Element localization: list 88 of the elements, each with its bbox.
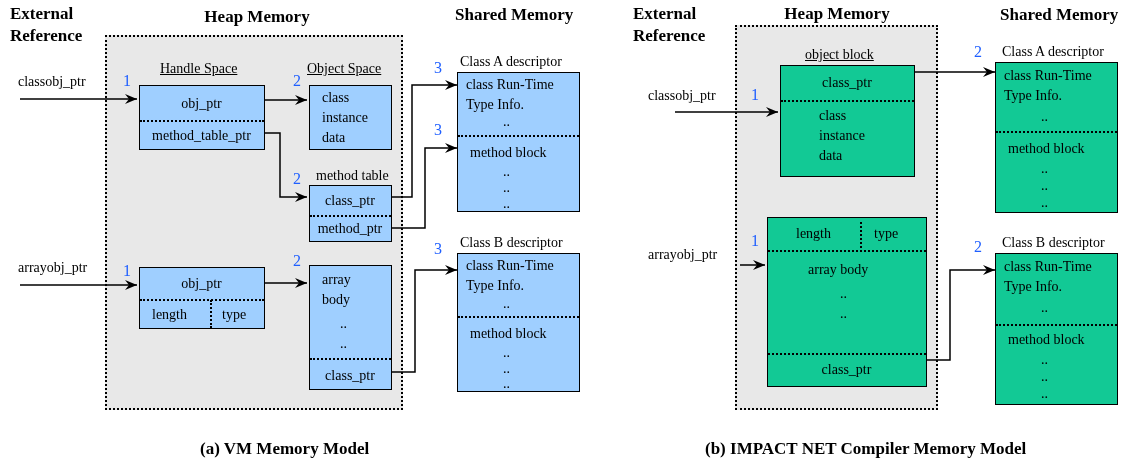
descriptor-text: .. xyxy=(1041,194,1049,212)
descriptor-text: class Run-Time Type Info. xyxy=(466,76,555,114)
field-label: class_ptr xyxy=(324,192,376,210)
descriptor-text: .. xyxy=(1041,351,1049,369)
box-heading: Class B descriptor xyxy=(460,234,564,252)
field-label: type xyxy=(874,225,900,243)
field-label: length xyxy=(152,306,188,324)
descriptor-text: .. xyxy=(1041,108,1049,126)
descriptor-text: method block xyxy=(470,144,548,162)
field-label: class instance data xyxy=(819,107,866,165)
descriptor-text: .. xyxy=(503,113,511,131)
arrow xyxy=(19,280,138,290)
column-heading: External Reference xyxy=(10,3,84,47)
box-heading: object block xyxy=(805,46,875,64)
callout-number: 1 xyxy=(751,232,759,250)
callout-number: 3 xyxy=(434,121,442,139)
column-heading: Shared Memory xyxy=(1000,4,1120,26)
field-label: length xyxy=(796,225,832,243)
column-heading: Handle Space xyxy=(160,60,239,78)
box-heading: Class A descriptor xyxy=(460,53,563,71)
descriptor-text: class Run-Time Type Info. xyxy=(1004,67,1093,105)
arrow xyxy=(19,94,138,104)
field-label: .. xyxy=(340,335,348,353)
box-heading: method table xyxy=(316,167,390,185)
descriptor-text: class Run-Time Type Info. xyxy=(466,257,555,295)
field-label: .. xyxy=(340,315,348,333)
field-label: obj_ptr xyxy=(180,275,223,293)
pointer-name: classobj_ptr xyxy=(645,86,730,112)
field-label: type xyxy=(222,306,248,324)
descriptor-text: .. xyxy=(503,179,511,197)
descriptor-text: .. xyxy=(1041,299,1049,317)
box-heading: Class B descriptor xyxy=(1002,234,1106,252)
descriptor-text: method block xyxy=(1008,331,1086,349)
field-label: method_ptr xyxy=(316,220,384,238)
field-label: array body xyxy=(808,261,870,279)
arrow xyxy=(389,80,458,198)
field-label: class instance data xyxy=(322,89,369,147)
pointer-name: arrayobj_ptr xyxy=(15,258,105,285)
region-heading: Heap Memory xyxy=(783,4,891,24)
descriptor-text: .. xyxy=(1041,177,1049,195)
field-label: array body xyxy=(322,271,352,309)
pointer-name: arrayobj_ptr xyxy=(645,245,740,265)
callout-number: 2 xyxy=(293,72,301,90)
pointer-name: classobj_ptr xyxy=(15,72,100,99)
descriptor-text: .. xyxy=(503,360,511,378)
descriptor-text: .. xyxy=(1041,385,1049,403)
field-label: obj_ptr xyxy=(180,95,223,113)
descriptor-text: .. xyxy=(503,375,511,393)
field-label: .. xyxy=(840,305,848,323)
panel-caption: (b) IMPACT NET Compiler Memory Model xyxy=(705,438,1028,460)
callout-number: 3 xyxy=(434,240,442,258)
column-heading: Object Space xyxy=(307,60,383,78)
arrow xyxy=(912,67,996,77)
arrow xyxy=(262,95,308,105)
descriptor-text: .. xyxy=(1041,368,1049,386)
callout-number: 2 xyxy=(293,252,301,270)
callout-number: 1 xyxy=(751,86,759,104)
arrow xyxy=(389,265,458,373)
field-label: class_ptr xyxy=(821,74,873,92)
arrow xyxy=(674,107,779,117)
callout-number: 3 xyxy=(434,59,442,77)
arrow xyxy=(739,260,766,270)
callout-number: 1 xyxy=(123,72,131,90)
callout-number: 2 xyxy=(974,43,982,61)
field-label: method_table_ptr xyxy=(151,127,252,145)
panel-caption: (a) VM Memory Model xyxy=(200,438,371,460)
box-heading: Class A descriptor xyxy=(1002,43,1105,61)
column-heading: External Reference xyxy=(633,3,707,47)
field-label: class_ptr xyxy=(820,361,873,379)
descriptor-text: .. xyxy=(503,163,511,181)
region-heading: Heap Memory xyxy=(203,7,311,27)
callout-number: 2 xyxy=(293,170,301,188)
callout-number: 2 xyxy=(974,238,982,256)
descriptor-text: .. xyxy=(503,344,511,362)
callout-number: 1 xyxy=(123,262,131,280)
descriptor-text: method block xyxy=(470,325,548,343)
field-label: .. xyxy=(840,285,848,303)
arrow xyxy=(262,132,308,202)
field-label: class_ptr xyxy=(324,367,376,385)
descriptor-text: .. xyxy=(1041,160,1049,178)
descriptor-text: class Run-Time Type Info. xyxy=(1004,258,1093,296)
descriptor-text: .. xyxy=(503,295,511,313)
descriptor-text: method block xyxy=(1008,140,1086,158)
descriptor-text: .. xyxy=(503,195,511,213)
arrow xyxy=(262,278,308,288)
arrow xyxy=(389,143,458,229)
column-heading: Shared Memory xyxy=(455,4,575,26)
arrow xyxy=(924,265,996,361)
